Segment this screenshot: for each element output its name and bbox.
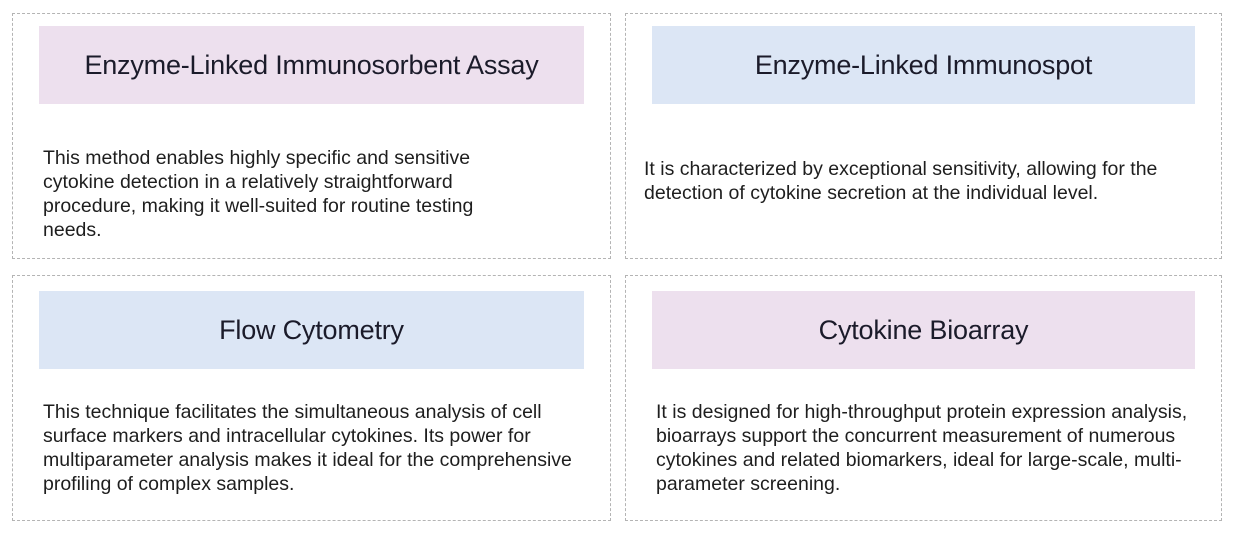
card-flow-cytometry-description: This technique facilitates the simultane… [43, 401, 572, 495]
card-cytokine-bioarray: Cytokine Bioarray It is designed for hig… [625, 275, 1222, 521]
card-flow-cytometry-title: Flow Cytometry [39, 291, 584, 369]
card-cytokine-bioarray-description: It is designed for high-throughput prote… [656, 401, 1188, 495]
card-flow-cytometry: Flow Cytometry This technique facilitate… [12, 275, 611, 521]
card-cytokine-bioarray-title: Cytokine Bioarray [652, 291, 1195, 369]
card-elispot-title: Enzyme-Linked Immunospot [652, 26, 1195, 104]
card-elispot: Enzyme-Linked Immunospot It is character… [625, 13, 1222, 259]
card-elisa: Enzyme-Linked Immunosorbent Assay This m… [12, 13, 611, 259]
card-elisa-description: This method enables highly specific and … [43, 147, 474, 241]
card-elisa-title: Enzyme-Linked Immunosorbent Assay [39, 26, 584, 104]
card-elispot-description: It is characterized by exceptional sensi… [644, 158, 1158, 204]
